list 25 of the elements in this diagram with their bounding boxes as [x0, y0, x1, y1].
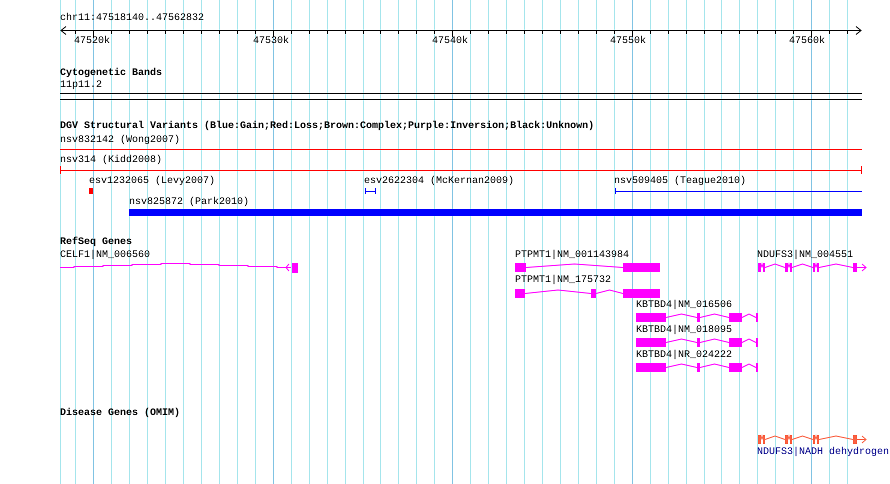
scale-tick-label: 47540k: [432, 36, 468, 47]
variant-label: nsv832142 (Wong2007): [60, 135, 180, 146]
track-title: Disease Genes (OMIM): [60, 408, 180, 419]
gene-label: CELF1|NM_006560: [60, 250, 150, 261]
region-label: chr11:47518140..47562832: [60, 13, 204, 24]
scale-tick-label: 47520k: [74, 36, 110, 47]
variant-label: esv2622304 (McKernan2009): [364, 176, 514, 187]
gene-label: KBTBD4|NR_024222: [636, 350, 732, 361]
scale-tick-label: 47530k: [253, 36, 290, 47]
gene-label: KBTBD4|NM_018095: [636, 325, 732, 336]
band-label: 11p11.2: [60, 80, 102, 91]
track-title: DGV Structural Variants (Blue:Gain;Red:Loss;Brown:Complex;Purple:Inversion;Black:Unknown): [60, 121, 594, 132]
variant-label: nsv314 (Kidd2008): [60, 155, 162, 166]
variant-label: nsv509405 (Teague2010): [614, 176, 746, 187]
gene-label: PTPMT1|NM_175732: [515, 275, 612, 286]
variant-label: nsv825872 (Park2010): [129, 197, 250, 208]
track-title: RefSeq Genes: [60, 237, 132, 248]
gene-label: NDUFS3|NADH dehydrogen: [757, 447, 890, 458]
gene-label: KBTBD4|NM_016506: [636, 300, 732, 311]
variant-label: esv1232065 (Levy2007): [89, 176, 216, 187]
scale-tick-label: 47550k: [610, 36, 646, 47]
track-title: Cytogenetic Bands: [60, 68, 162, 79]
gene-label: PTPMT1|NM_001143984: [515, 250, 630, 261]
scale-tick-label: 47560k: [789, 36, 826, 47]
gene-label: NDUFS3|NM_004551: [757, 250, 854, 261]
